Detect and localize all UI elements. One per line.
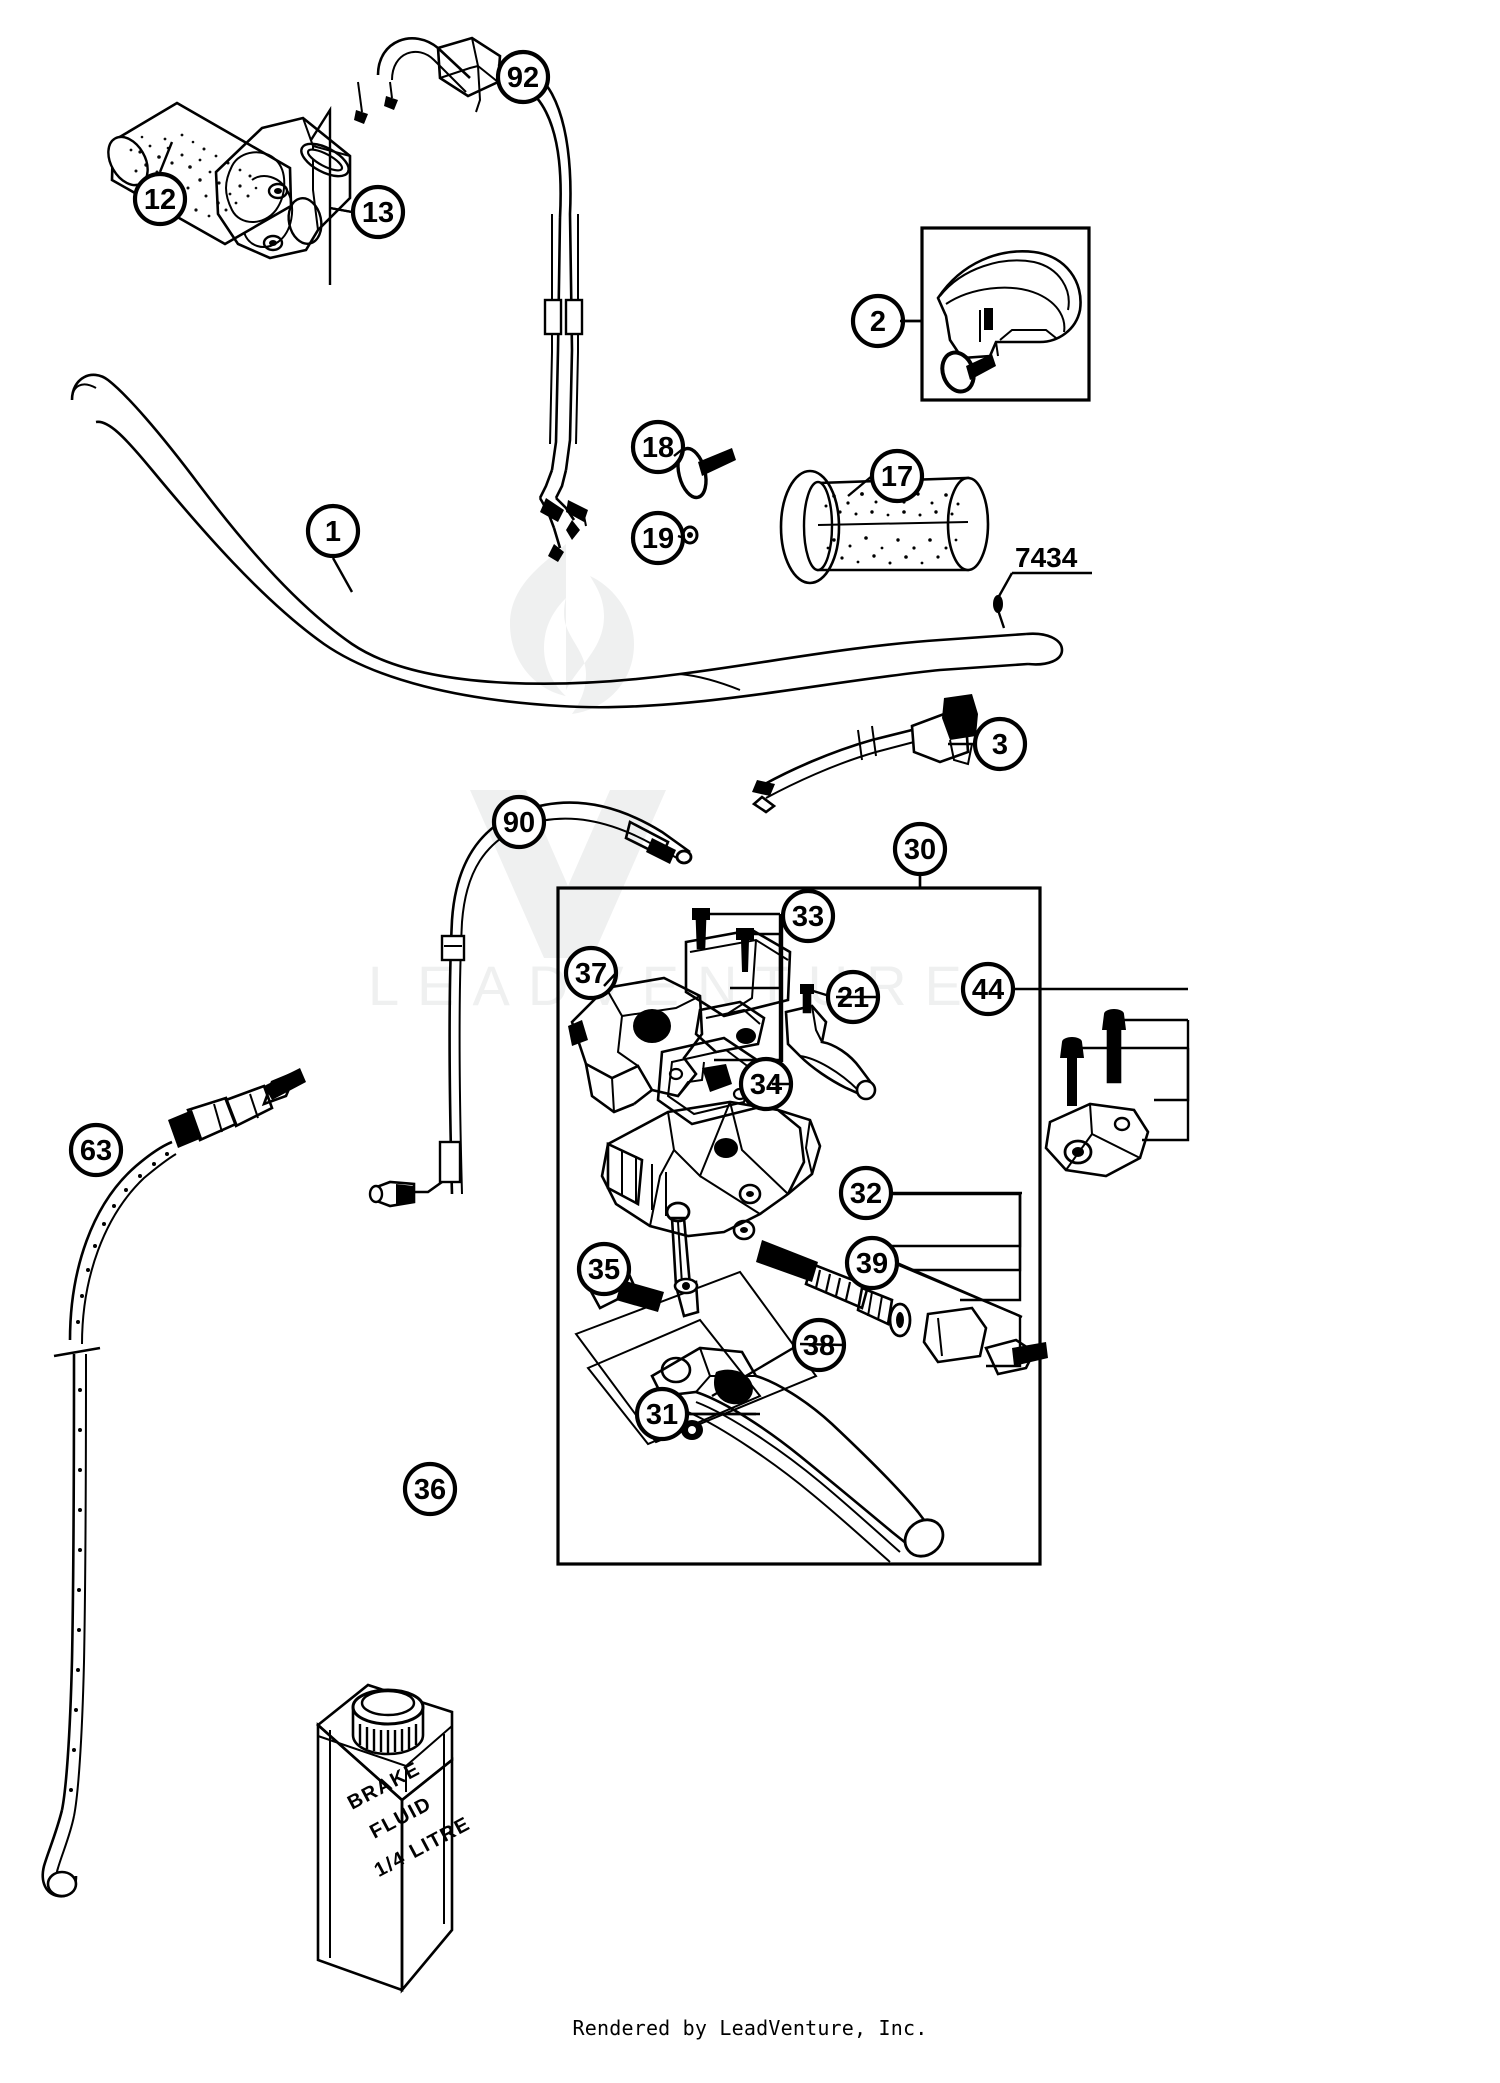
callout-number: 13 bbox=[362, 197, 394, 229]
brake-fluid-container: BRAKE FLUID 1/4 LITRE bbox=[315, 1683, 474, 1994]
callout-33[interactable]: 33 bbox=[780, 888, 836, 944]
callout-3[interactable]: 3 bbox=[972, 716, 1028, 772]
callout-19[interactable]: 19 bbox=[630, 510, 686, 566]
callout-2[interactable]: 2 bbox=[850, 293, 906, 349]
callout-number: 30 bbox=[904, 834, 936, 866]
callout-circle bbox=[350, 184, 406, 240]
cable-clamp-parts bbox=[676, 446, 736, 545]
throttle-grip-assembly bbox=[107, 101, 353, 285]
callout-number: 63 bbox=[80, 1135, 112, 1167]
callout-63[interactable]: 63 bbox=[68, 1122, 124, 1178]
callout-30[interactable]: 30 bbox=[892, 821, 948, 877]
reservoir-cover-screw-a bbox=[692, 908, 710, 950]
callout-number: 18 bbox=[642, 432, 674, 464]
callout-number: 44 bbox=[972, 974, 1004, 1006]
handlebar-clamp-bracket bbox=[568, 976, 705, 1114]
push-rod bbox=[665, 1201, 700, 1318]
reference-label-7434: 7434 bbox=[1015, 542, 1078, 573]
reference-7434: 7434 bbox=[993, 542, 1092, 629]
callout-17[interactable]: 17 bbox=[869, 448, 925, 504]
callout-number: 3 bbox=[992, 729, 1008, 761]
callout-number: 39 bbox=[856, 1248, 888, 1280]
callout-90[interactable]: 90 bbox=[491, 794, 547, 850]
kill-switch-wiring bbox=[751, 694, 978, 814]
callout-number: 31 bbox=[646, 1399, 678, 1431]
callout-18[interactable]: 18 bbox=[630, 419, 686, 475]
master-cylinder-piston-kit bbox=[756, 1192, 1022, 1364]
callout-number: 2 bbox=[870, 306, 886, 338]
clutch-cable bbox=[368, 801, 693, 1208]
callout-44[interactable]: 44 bbox=[960, 961, 1016, 1017]
callout-number: 12 bbox=[144, 184, 176, 216]
master-cylinder-inset bbox=[556, 874, 1190, 1566]
clamp-screw-short bbox=[1060, 1037, 1084, 1106]
callout-circle bbox=[305, 503, 361, 559]
callout-35[interactable]: 35 bbox=[576, 1241, 632, 1297]
callout-number: 90 bbox=[503, 807, 535, 839]
callout-leaders bbox=[158, 141, 1188, 1416]
master-cylinder-body bbox=[600, 1100, 822, 1241]
handlebar bbox=[70, 373, 1064, 709]
left-hand-grip bbox=[779, 469, 990, 585]
callout-32[interactable]: 32 bbox=[838, 1165, 894, 1221]
callout-number: 36 bbox=[414, 1474, 446, 1506]
reservoir-plug bbox=[702, 1064, 732, 1092]
footer-credit: Rendered by LeadVenture, Inc. bbox=[572, 2016, 928, 2040]
clamp-screws-and-half-clamp bbox=[1044, 1009, 1190, 1178]
callout-12[interactable]: 12 bbox=[132, 171, 188, 227]
callout-circle bbox=[576, 1241, 632, 1297]
callout-circle bbox=[630, 419, 686, 475]
callout-number: 92 bbox=[507, 62, 539, 94]
brake-lever bbox=[650, 1342, 945, 1563]
clamp-screw-long bbox=[1102, 1009, 1126, 1084]
decompression-cable bbox=[41, 1068, 306, 1898]
callout-13[interactable]: 13 bbox=[350, 184, 406, 240]
callout-37[interactable]: 37 bbox=[563, 945, 619, 1001]
callout-circle bbox=[491, 794, 547, 850]
callout-circle bbox=[132, 171, 188, 227]
reservoir-cover-screw-b bbox=[736, 928, 754, 972]
throttle-cable bbox=[354, 36, 588, 562]
callout-number: 37 bbox=[575, 958, 607, 990]
callout-1[interactable]: 1 bbox=[305, 503, 361, 559]
callout-number: 35 bbox=[588, 1254, 620, 1286]
callout-31[interactable]: 31 bbox=[634, 1386, 690, 1442]
callout-number: 33 bbox=[792, 901, 824, 933]
callout-circle bbox=[634, 1386, 690, 1442]
callout-number: 17 bbox=[881, 461, 913, 493]
callout-number: 38 bbox=[803, 1330, 835, 1362]
callout-36[interactable]: 36 bbox=[402, 1461, 458, 1517]
callout-number: 1 bbox=[325, 516, 341, 548]
reservoir-cover bbox=[656, 908, 792, 1126]
handlebar-pad-inset bbox=[900, 226, 1091, 402]
callout-circle bbox=[495, 49, 551, 105]
callout-39[interactable]: 39 bbox=[844, 1235, 900, 1291]
callout-number: 32 bbox=[850, 1178, 882, 1210]
callout-number: 19 bbox=[642, 523, 674, 555]
callout-circle bbox=[402, 1461, 458, 1517]
callout-circle bbox=[68, 1122, 124, 1178]
callout-92[interactable]: 92 bbox=[495, 49, 551, 105]
